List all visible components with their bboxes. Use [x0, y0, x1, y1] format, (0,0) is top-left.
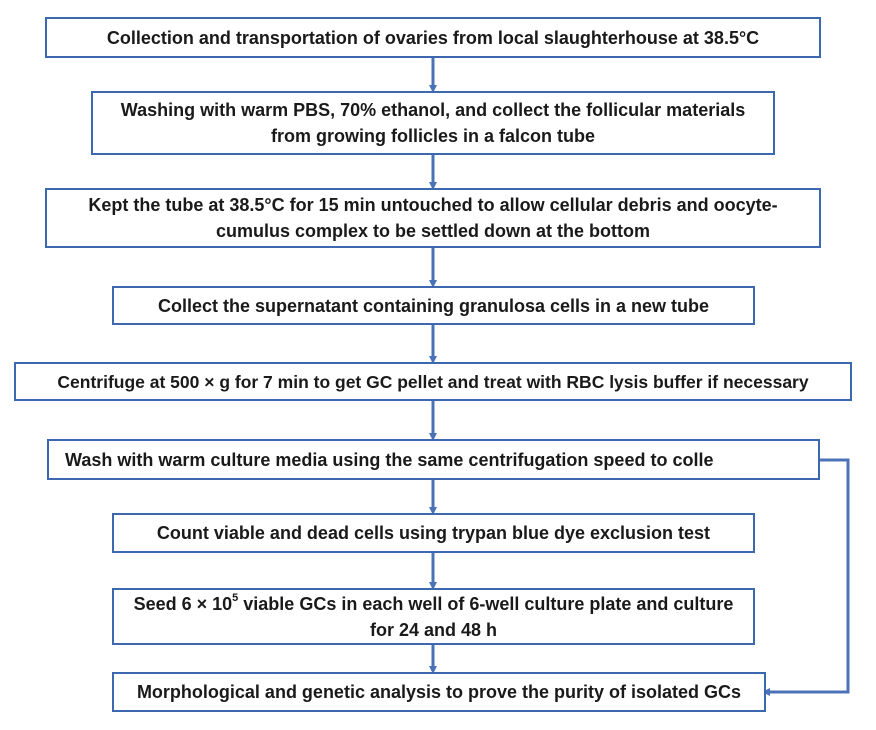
step-8-superscript: 5 [232, 591, 239, 604]
step-6-box: Wash with warm culture media using the s… [47, 439, 820, 480]
step-3-box: Kept the tube at 38.5°C for 15 min untou… [45, 188, 821, 248]
step-8-text-part-2: viable GCs in each well of 6-well cultur… [238, 593, 734, 614]
step-1-text: Collection and transportation of ovaries… [106, 27, 760, 48]
step-2-text-line-2: from growing follicles in a falcon tube [270, 126, 595, 146]
step-8-text-line-2: for 24 and 48 h [369, 619, 498, 640]
step-9-text: Morphological and genetic analysis to pr… [136, 682, 742, 702]
step-3-text-line-2: cumulus complex to be settled down at th… [215, 221, 651, 241]
step-8-text-line-1: Seed 6 × 105 viable GCs in each well of … [134, 591, 734, 617]
step-5-box: Centrifuge at 500 × g for 7 min to get G… [14, 362, 852, 401]
step-8-text-part-1: Seed 6 × 10 [133, 593, 233, 614]
step-4-box: Collect the supernatant containing granu… [112, 286, 755, 325]
step-7-box: Count viable and dead cells using trypan… [112, 513, 755, 553]
step-2-box: Washing with warm PBS, 70% ethanol, and … [91, 91, 775, 155]
step-7-text: Count viable and dead cells using trypan… [156, 523, 711, 543]
step-6-text: Wash with warm culture media using the s… [65, 449, 714, 470]
step-2-text-line-1: Washing with warm PBS, 70% ethanol, and … [120, 100, 746, 120]
step-9-box: Morphological and genetic analysis to pr… [112, 672, 766, 712]
step-4-text: Collect the supernatant containing granu… [157, 295, 710, 316]
arrow-6-bypass-to-9 [762, 458, 850, 696]
step-3-text-line-1: Kept the tube at 38.5°C for 15 min untou… [88, 195, 778, 215]
step-1-box: Collection and transportation of ovaries… [45, 17, 821, 58]
step-8-box: Seed 6 × 105 viable GCs in each well of … [112, 588, 755, 645]
step-5-text: Centrifuge at 500 × g for 7 min to get G… [57, 371, 809, 392]
